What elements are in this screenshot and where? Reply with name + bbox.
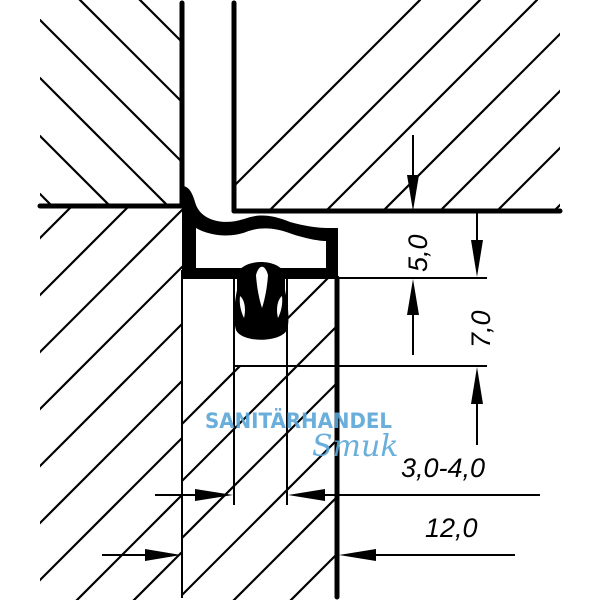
- hatch-bottom-center: [182, 278, 337, 600]
- arrow-right-icon: [145, 549, 181, 561]
- hatch-bottom-left: [40, 206, 182, 600]
- hatch-top-right: [234, 0, 560, 211]
- hatch-top-left: [40, 0, 182, 206]
- arrow-down-icon: [407, 175, 419, 211]
- dimension-label-12: 12,0: [425, 513, 478, 543]
- watermark: SANITÄRHANDEL Smuk: [205, 408, 399, 464]
- frame-outline: [37, 0, 563, 600]
- arrow-up-icon: [407, 279, 419, 315]
- arrow-down-icon: [471, 240, 483, 277]
- reference-lines: [181, 270, 540, 598]
- dimension-label-7: 7,0: [466, 310, 496, 348]
- dimension-label-3-4: 3,0-4,0: [401, 453, 485, 483]
- arrow-right-icon: [195, 489, 233, 501]
- arrow-left-icon: [339, 549, 376, 561]
- watermark-line2: Smuk: [312, 429, 399, 464]
- dimension-label-5: 5,0: [403, 234, 433, 272]
- arrow-left-icon: [288, 489, 325, 501]
- dimension-arrows: [145, 175, 483, 561]
- watermark-line1: SANITÄRHANDEL: [205, 408, 392, 433]
- arrow-up-icon: [471, 367, 483, 404]
- seal-profile: [182, 186, 338, 340]
